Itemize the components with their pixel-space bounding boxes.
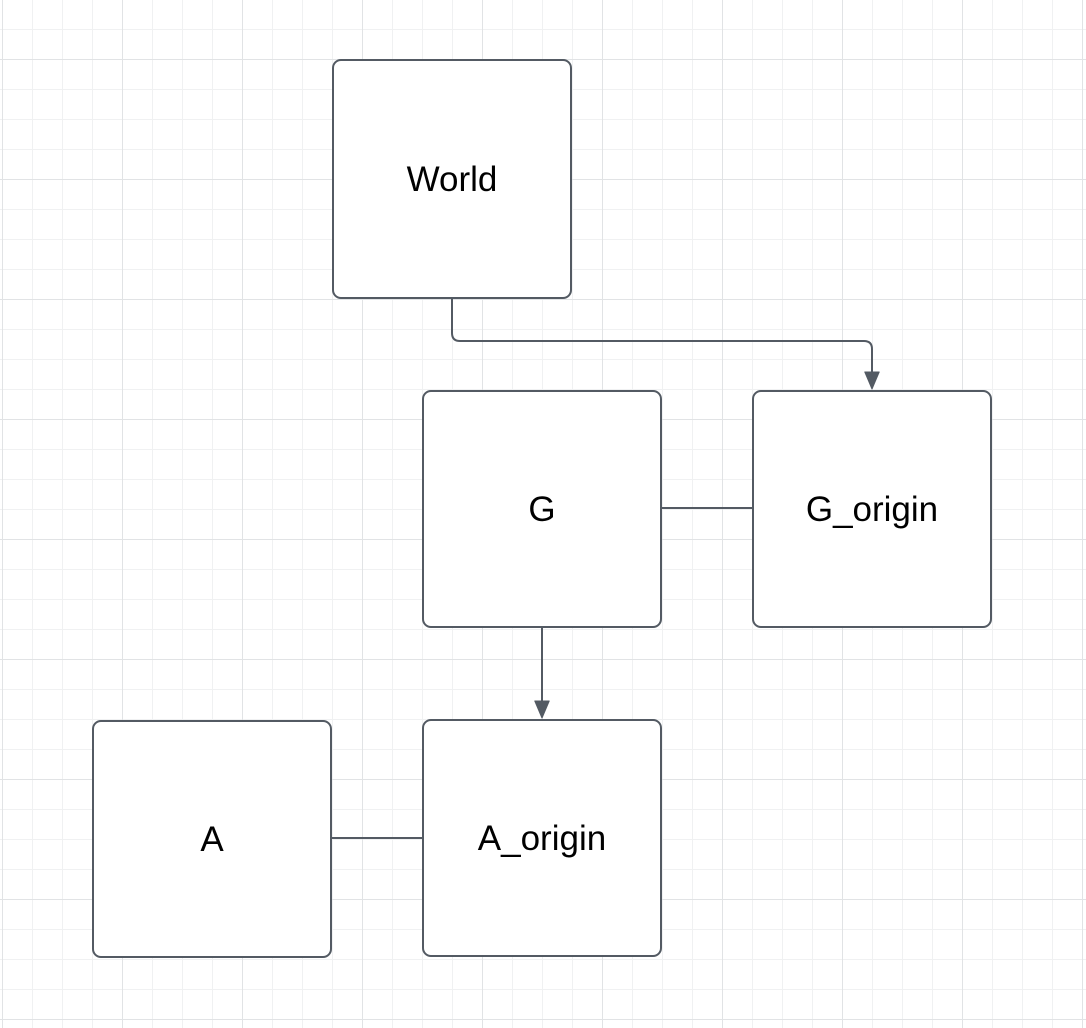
arrowhead-a-origin bbox=[534, 700, 550, 719]
edge-g-to-a-origin[interactable] bbox=[534, 628, 550, 719]
edge-world-to-g-origin[interactable] bbox=[451, 299, 880, 390]
node-g[interactable]: G bbox=[422, 390, 662, 628]
node-g-label: G bbox=[528, 489, 556, 529]
node-world-label: World bbox=[406, 159, 498, 199]
node-a-label: A bbox=[200, 819, 224, 859]
node-a[interactable]: A bbox=[92, 720, 332, 958]
arrowhead-g-origin bbox=[864, 371, 880, 390]
node-a-origin-label: A_origin bbox=[477, 818, 607, 858]
node-g-origin[interactable]: G_origin bbox=[752, 390, 992, 628]
node-a-origin[interactable]: A_origin bbox=[422, 719, 662, 957]
node-g-origin-label: G_origin bbox=[805, 489, 939, 529]
node-world[interactable]: World bbox=[332, 59, 572, 299]
